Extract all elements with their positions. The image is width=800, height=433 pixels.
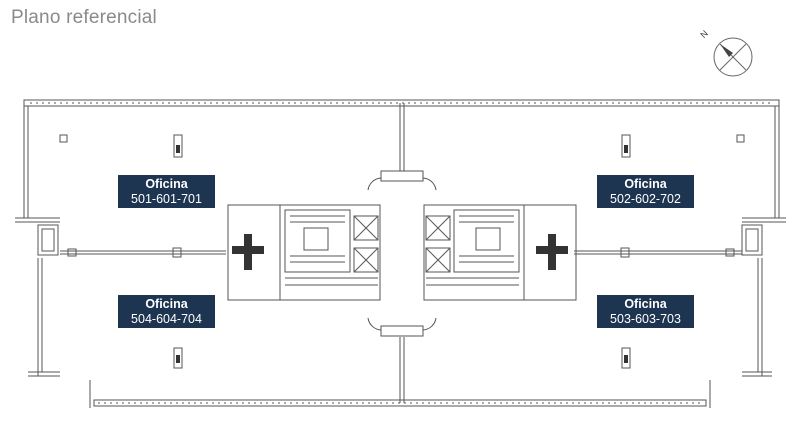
office-label-504[interactable]: Oficina 504-604-704 bbox=[118, 295, 215, 328]
office-label-title: Oficina bbox=[624, 177, 667, 191]
office-label-title: Oficina bbox=[145, 177, 188, 191]
office-label-numbers: 504-604-704 bbox=[131, 312, 202, 326]
top-wall bbox=[23, 99, 780, 107]
office-label-503[interactable]: Oficina 503-603-703 bbox=[597, 295, 694, 328]
compass-north-label: N bbox=[700, 28, 710, 40]
office-label-numbers: 503-603-703 bbox=[610, 312, 681, 326]
page-title: Plano referencial bbox=[11, 7, 157, 28]
office-label-502[interactable]: Oficina 502-602-702 bbox=[597, 175, 694, 208]
office-label-501[interactable]: Oficina 501-601-701 bbox=[118, 175, 215, 208]
office-label-title: Oficina bbox=[145, 297, 188, 311]
office-label-title: Oficina bbox=[624, 297, 667, 311]
office-label-numbers: 501-601-701 bbox=[131, 192, 202, 206]
office-label-numbers: 502-602-702 bbox=[610, 192, 681, 206]
compass-icon: N bbox=[700, 28, 753, 77]
